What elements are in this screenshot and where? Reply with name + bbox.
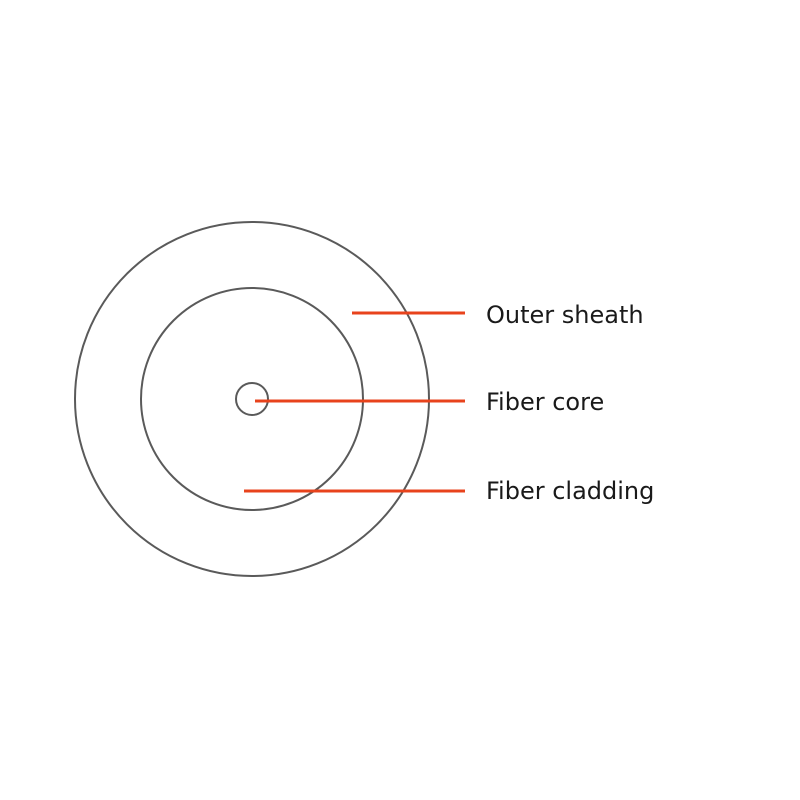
- fiber-cladding-label: Fiber cladding: [486, 477, 654, 505]
- fiber-cladding-ring: [140, 287, 364, 511]
- outer-sheath-ring: [74, 221, 430, 577]
- outer-sheath-label: Outer sheath: [486, 301, 644, 329]
- fiber-core-ring: [235, 382, 269, 416]
- fiber-core-label: Fiber core: [486, 388, 604, 416]
